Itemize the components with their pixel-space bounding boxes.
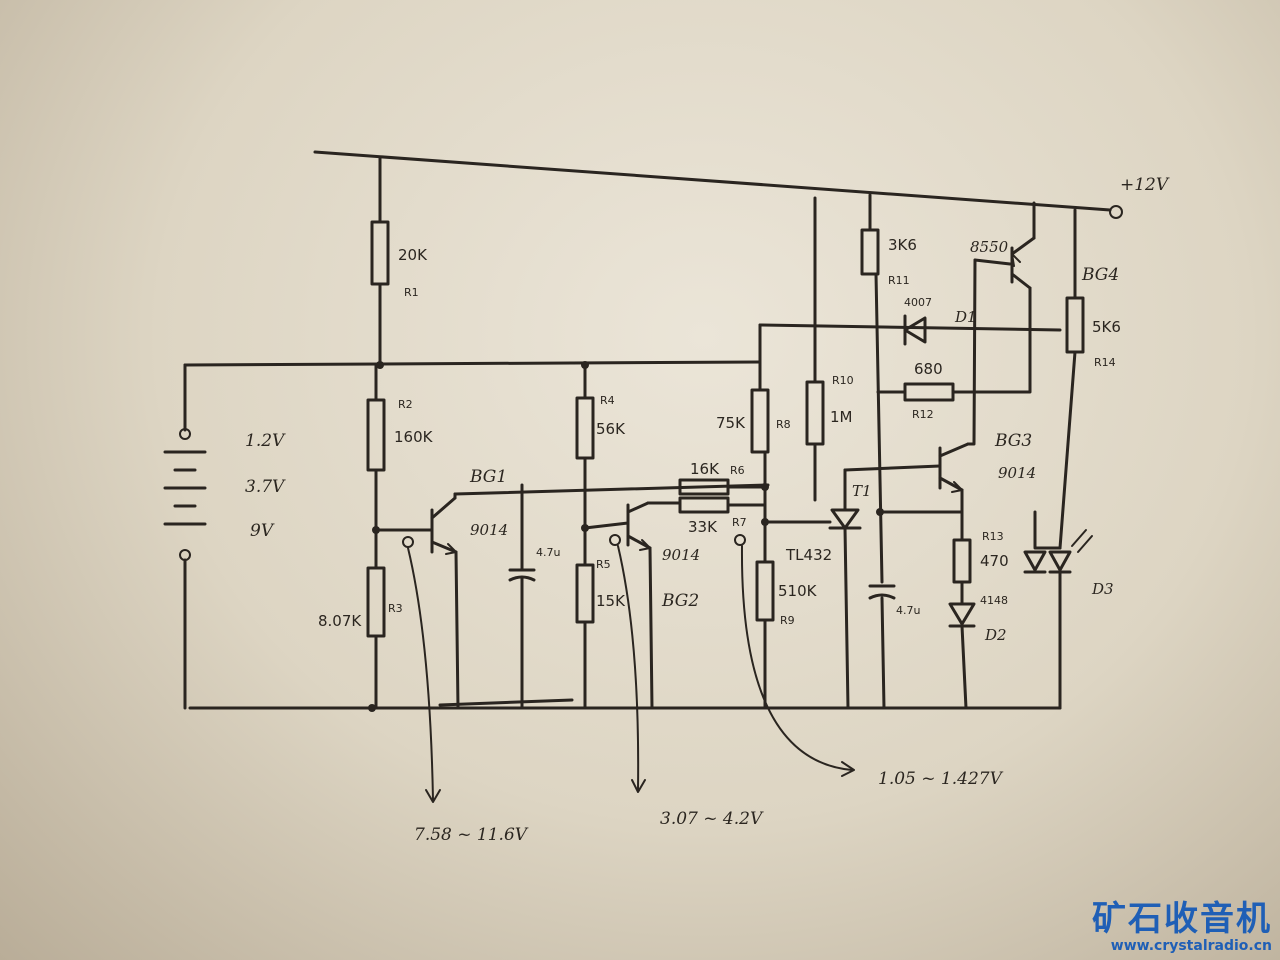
r10-ref: R10 — [832, 374, 854, 387]
r1-value: 20K — [398, 246, 428, 264]
watermark: 矿石收音机 www.crystalradio.cn — [1092, 900, 1272, 954]
battery-voltage-3: 9V — [250, 521, 275, 541]
measurement-bg1: 7.58 ~ 11.6V — [414, 825, 529, 845]
watermark-title: 矿石收音机 — [1092, 899, 1272, 939]
resistor-r13 — [952, 538, 972, 584]
r2-value: 160K — [394, 428, 434, 446]
r9-ref: R9 — [780, 614, 795, 627]
measurement-bg2: 3.07 ~ 4.2V — [660, 809, 764, 829]
resistor-r9 — [755, 560, 775, 622]
arrow-bg2 — [617, 545, 640, 791]
r14-value: 5K6 — [1092, 318, 1121, 336]
r11-ref: R11 — [888, 274, 910, 287]
measurement-tl432: 1.05 ~ 1.427V — [878, 769, 1004, 789]
resistor-r1 — [370, 220, 390, 286]
capacitor-c2 — [868, 584, 896, 600]
arrow-tl432 — [740, 545, 853, 771]
bg4-name: BG4 — [1081, 265, 1119, 285]
r12-value: 680 — [914, 360, 943, 378]
r4-value: 56K — [596, 420, 626, 438]
arrow-bg1 — [407, 547, 434, 801]
resistor-r7 — [678, 496, 730, 514]
r13-value: 470 — [980, 552, 1009, 570]
r6-ref: R6 — [730, 464, 745, 477]
transistor-bg2 — [583, 501, 652, 551]
mid-rail — [183, 360, 762, 367]
d3-ref: D3 — [1091, 580, 1114, 598]
r9-value: 510K — [778, 582, 818, 600]
battery-symbol — [163, 428, 207, 561]
r3-ref: R3 — [388, 602, 403, 615]
tl432-ref: T1 — [852, 482, 872, 500]
r5-ref: R5 — [596, 558, 611, 571]
d2-ref: D2 — [984, 626, 1007, 644]
bg3-name: BG3 — [994, 431, 1032, 451]
supply-rail: +12V — [313, 150, 1170, 219]
r4-ref: R4 — [600, 394, 615, 407]
r3-value: 8.07K — [318, 612, 362, 630]
r11-value: 3K6 — [888, 236, 917, 254]
r1-ref: R1 — [404, 286, 419, 299]
resistor-r8 — [750, 388, 770, 454]
r12-ref: R12 — [912, 408, 934, 421]
battery-voltage-1: 1.2V — [245, 431, 286, 451]
diode-d2 — [948, 602, 976, 628]
resistor-r5 — [575, 563, 595, 624]
tl432-regulator — [763, 468, 862, 710]
d1-part: 4007 — [904, 296, 932, 309]
bg4-part: 8550 — [970, 238, 1009, 256]
resistor-r10 — [805, 380, 825, 446]
tl432-name: TL432 — [785, 546, 832, 564]
r7-value: 33K — [688, 518, 718, 536]
transistor-bg3 — [938, 442, 970, 493]
capacitor-c1 — [508, 483, 536, 710]
c2-value: 4.7u — [896, 604, 920, 617]
d1-ref: D1 — [954, 308, 977, 326]
resistor-r3 — [366, 566, 386, 638]
r8-ref: R8 — [776, 418, 791, 431]
transistor-bg4 — [973, 236, 1036, 290]
battery-voltage-2: 3.7V — [245, 477, 286, 497]
diode-d1 — [903, 314, 927, 346]
r5-value: 15K — [596, 592, 626, 610]
r7-ref: R7 — [732, 516, 747, 529]
d2-part: 4148 — [980, 594, 1008, 607]
resistor-r11 — [860, 228, 880, 276]
resistor-r12 — [903, 382, 955, 402]
led-d3 — [1023, 510, 1093, 710]
resistor-r2 — [366, 398, 386, 472]
r8-value: 75K — [716, 414, 746, 432]
r13-ref: R13 — [982, 530, 1004, 543]
r2-ref: R2 — [398, 398, 413, 411]
bg1-part: 9014 — [470, 521, 508, 539]
bg3-part: 9014 — [998, 464, 1036, 482]
bg2-name: BG2 — [661, 591, 699, 611]
resistor-r4 — [575, 396, 595, 460]
r10-value: 1M — [830, 408, 853, 426]
bg2-part: 9014 — [662, 546, 700, 564]
bg1-name: BG1 — [469, 467, 507, 487]
c1-value: 4.7u — [536, 546, 560, 559]
r6-value: 16K — [690, 460, 720, 478]
transistor-bg1 — [374, 496, 458, 555]
resistor-r14 — [1065, 296, 1085, 354]
supply-label: +12V — [1120, 175, 1170, 195]
r14-ref: R14 — [1094, 356, 1116, 369]
watermark-url: www.crystalradio.cn — [1110, 938, 1272, 954]
